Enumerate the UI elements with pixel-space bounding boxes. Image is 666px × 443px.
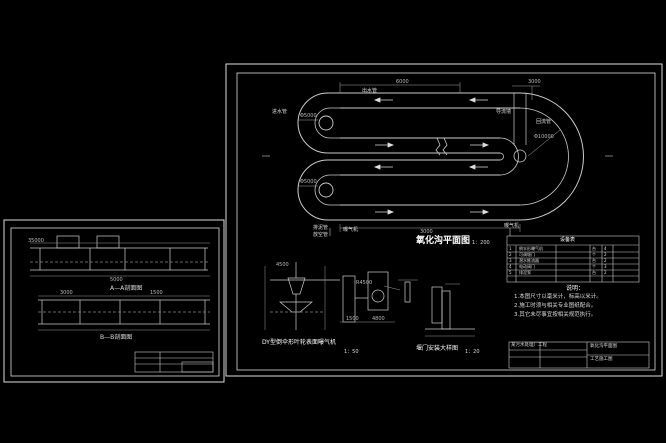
plan-title: 氧化沟平面图 bbox=[416, 236, 471, 246]
dim-b1: 1500 bbox=[346, 316, 359, 322]
right-sheet-border bbox=[236, 72, 656, 371]
dim-depth: 4500 bbox=[276, 262, 289, 268]
label-aerator-2: 曝气机 bbox=[504, 223, 520, 229]
dim-top: 6000 bbox=[396, 79, 409, 85]
weir-scale: 1：20 bbox=[465, 349, 480, 355]
table-cell: 3 bbox=[604, 264, 607, 269]
aerator-icon bbox=[318, 182, 334, 198]
dim-left2: Φ5000 bbox=[300, 179, 317, 185]
oxidation-ditch-plan bbox=[262, 82, 613, 236]
weir-title: 堰门安装大样图 bbox=[416, 345, 459, 352]
equipment-table bbox=[506, 235, 640, 283]
left-dim-3: 3000 bbox=[60, 290, 73, 296]
table-cell: 3 bbox=[509, 258, 512, 263]
table-cell: 排泥泵 bbox=[519, 270, 531, 275]
table-cell: 2 bbox=[604, 270, 607, 275]
table-cell: 4 bbox=[509, 264, 512, 269]
table-cell: 可调堰门 bbox=[519, 252, 535, 257]
aerator-detail bbox=[264, 262, 340, 330]
left-sheet-frame bbox=[3, 219, 225, 383]
title-block-sub: 工艺施工图 bbox=[590, 357, 613, 362]
dim-left1: Φ5000 bbox=[300, 113, 317, 119]
dim-b2: 4800 bbox=[372, 316, 385, 322]
label-return-pipe: 回流管 bbox=[536, 119, 552, 125]
title-block bbox=[508, 341, 650, 369]
dim-right: Φ10000 bbox=[534, 134, 554, 140]
label-aerator: 曝气机 bbox=[343, 227, 359, 233]
aerator-icon bbox=[318, 115, 334, 131]
note-3: 3.其它未尽事宜按相关规范执行。 bbox=[514, 312, 597, 318]
section-a-a bbox=[30, 235, 210, 277]
table-cell: 台 bbox=[592, 270, 596, 275]
section-b-b bbox=[38, 295, 210, 331]
left-title-block bbox=[134, 351, 214, 373]
note-2: 2.施工时须与相关专业图纸配合。 bbox=[514, 303, 597, 309]
left-dim-2: 5000 bbox=[110, 277, 123, 283]
table-title: 设备表 bbox=[560, 237, 576, 243]
left-section-title: A—A剖面图 bbox=[110, 285, 143, 292]
table-cell: 倒伞形曝气机 bbox=[519, 246, 543, 251]
table-cell: 2 bbox=[604, 252, 607, 257]
aerator-scale: 1：50 bbox=[344, 349, 359, 355]
note-1: 1.本图尺寸以毫米计，标高以米计。 bbox=[514, 294, 602, 300]
table-cell: 台 bbox=[592, 258, 596, 263]
title-block-drawing: 氧化沟平面图 bbox=[590, 344, 617, 349]
table-cell: 电动阀门 bbox=[519, 264, 535, 269]
flow-arrows bbox=[373, 97, 490, 215]
table-cell: 4 bbox=[604, 246, 607, 251]
label-inlet-pipe: 进水管 bbox=[272, 109, 288, 115]
table-cell: 2 bbox=[604, 258, 607, 263]
left-dim-1: 35000 bbox=[28, 238, 44, 244]
table-cell: 个 bbox=[592, 252, 596, 257]
table-cell: 1 bbox=[509, 246, 512, 251]
right-sheet-frame bbox=[225, 63, 663, 377]
table-cell: 台 bbox=[592, 246, 596, 251]
notes-title: 说明： bbox=[566, 285, 585, 292]
title-block-project: 某污水处理厂工程 bbox=[511, 343, 547, 348]
table-cell: 5 bbox=[509, 270, 512, 275]
left-sheet-border bbox=[10, 227, 220, 377]
right-sheet bbox=[225, 63, 663, 377]
plan-scale: 1：200 bbox=[472, 240, 490, 246]
label-baffle: 导流墙 bbox=[496, 109, 512, 115]
left-dim-4: 1500 bbox=[150, 290, 163, 296]
aerator-title: DY型倒伞形叶轮表面曝气机 bbox=[262, 339, 336, 346]
dim-width: 3000 bbox=[420, 229, 433, 235]
left-sheet bbox=[3, 219, 225, 383]
label-drain: 放空管 bbox=[313, 232, 329, 238]
weir-detail bbox=[340, 271, 418, 323]
dim-top2: 3000 bbox=[528, 79, 541, 85]
gate-install-detail bbox=[425, 283, 475, 337]
dim-r: R4500 bbox=[356, 280, 373, 286]
table-cell: 潜水推流器 bbox=[519, 258, 539, 263]
label-sludge-pipe: 排泥管 bbox=[313, 225, 329, 231]
table-cell: 2 bbox=[509, 252, 512, 257]
left-section-title-2: B—B剖面图 bbox=[100, 334, 133, 341]
label-outlet-pipe: 出水管 bbox=[362, 88, 378, 94]
table-cell: 个 bbox=[592, 264, 596, 269]
